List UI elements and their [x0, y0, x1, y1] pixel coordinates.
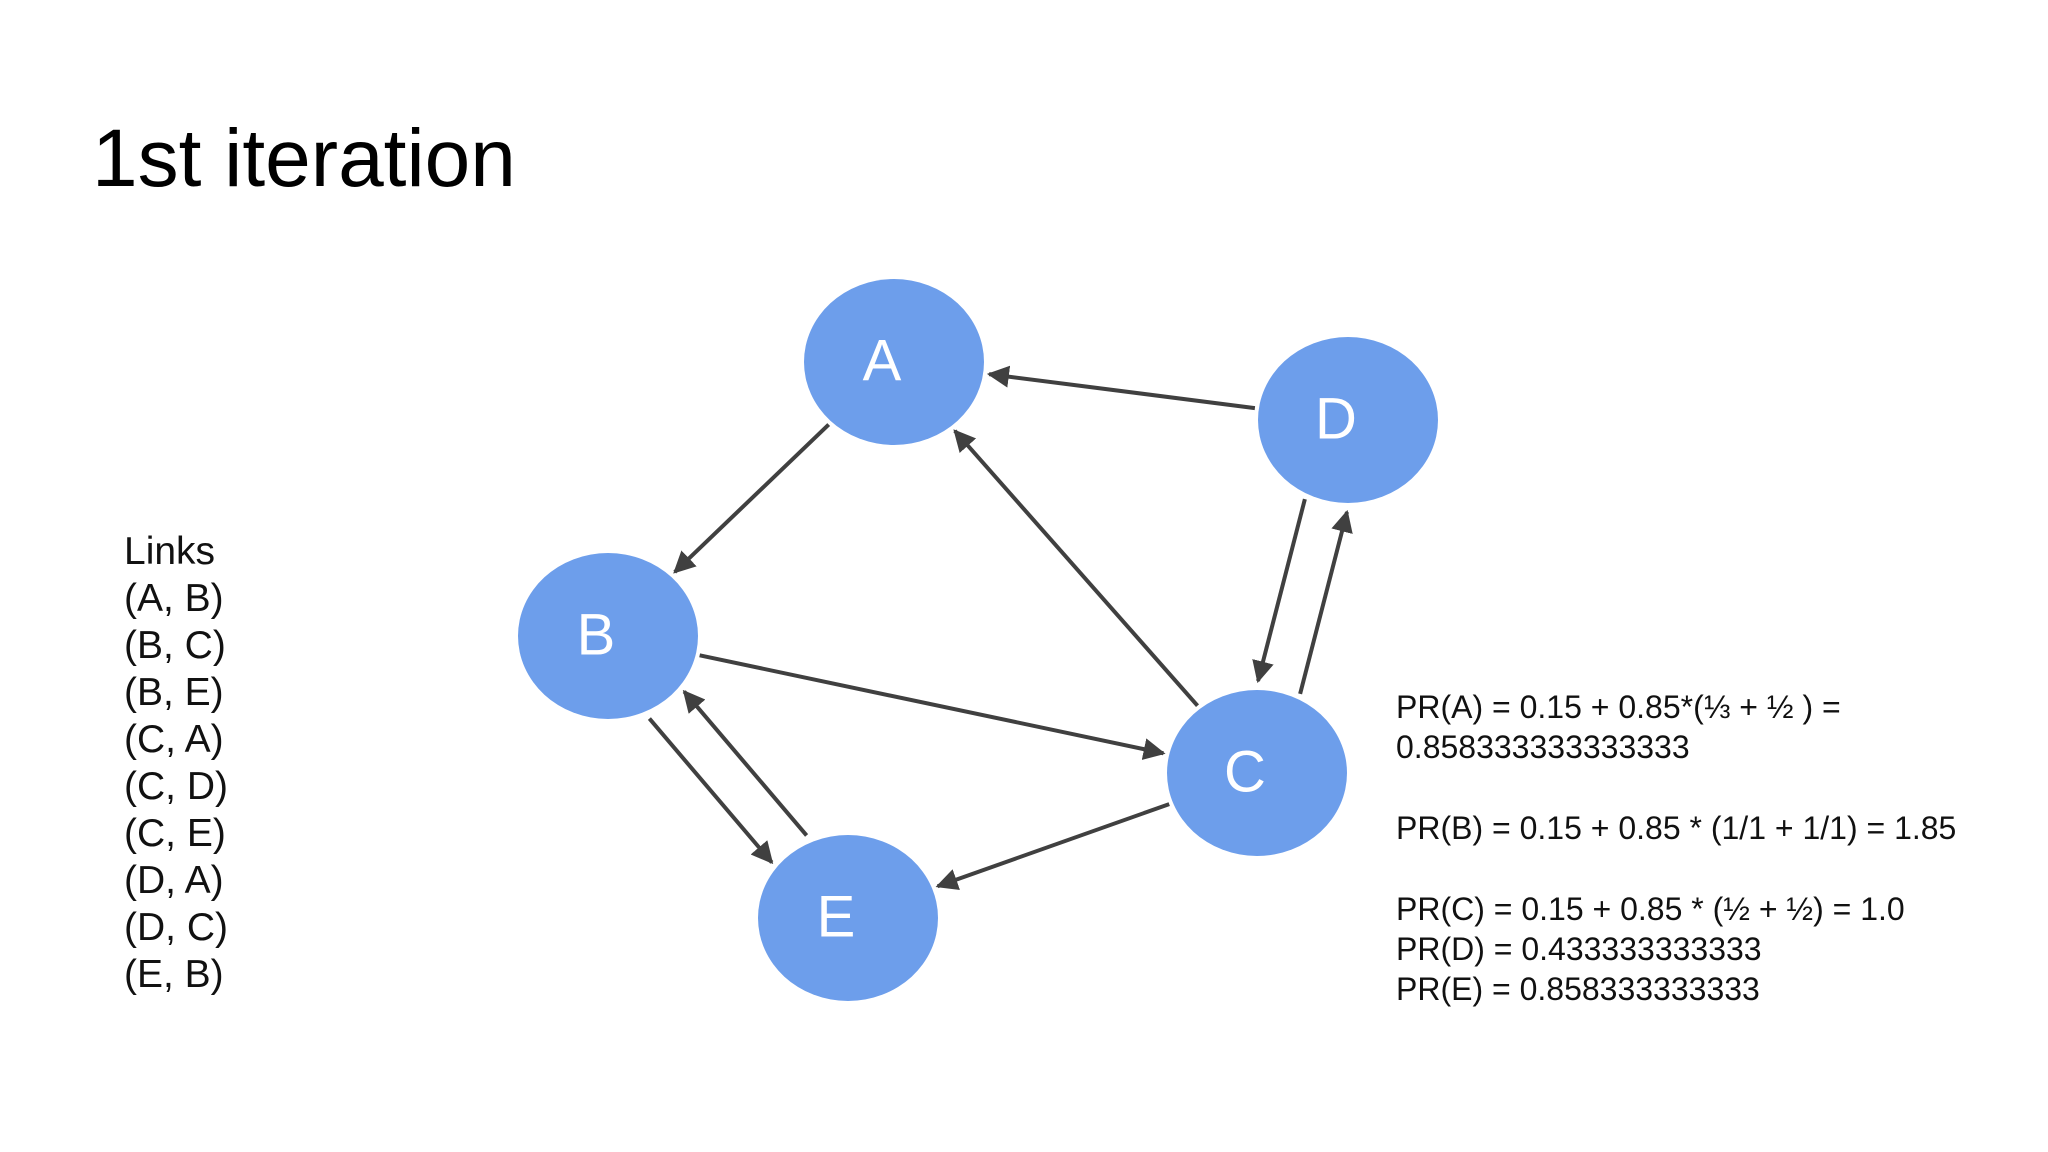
pr-e-formula: PR(E) = 0.858333333333	[1396, 971, 1760, 1007]
edge-c-to-a	[953, 429, 1200, 707]
edge-c-to-e	[935, 802, 1170, 890]
pagerank-formulas: PR(A) = 0.15 + 0.85*(⅓ + ½ ) = 0.8583333…	[1396, 687, 1956, 1009]
node-circle	[1258, 337, 1438, 503]
edge-d-to-a	[986, 365, 1256, 411]
link-item: (A, B)	[124, 577, 224, 620]
link-item: (E, B)	[124, 953, 224, 996]
edge-b-to-e	[647, 717, 774, 865]
node-circle	[804, 279, 984, 445]
link-item: (C, E)	[124, 812, 226, 855]
node-circle	[758, 835, 938, 1001]
pr-a-result: 0.858333333333333	[1396, 729, 1690, 765]
link-item: (D, C)	[124, 906, 228, 949]
link-item: (B, C)	[124, 624, 226, 667]
graph-nodes: A B C D E	[518, 279, 1438, 1001]
node-e: E	[758, 835, 938, 1001]
node-label: D	[1315, 386, 1357, 451]
node-c: C	[1167, 690, 1347, 856]
pr-b-formula: PR(B) = 0.15 + 0.85 * (1/1 + 1/1) = 1.85	[1396, 810, 1957, 846]
pr-c-formula: PR(C) = 0.15 + 0.85 * (½ + ½) = 1.0	[1396, 891, 1905, 927]
node-label: C	[1224, 739, 1266, 804]
edge-a-to-b	[673, 423, 831, 574]
node-a: A	[804, 279, 984, 445]
graph-edges	[647, 365, 1353, 890]
link-item: (C, D)	[124, 765, 228, 808]
node-circle	[518, 553, 698, 719]
node-label: E	[817, 884, 856, 949]
node-d: D	[1258, 337, 1438, 503]
node-label: A	[863, 328, 902, 393]
links-list: Links (A, B) (B, C) (B, E) (C, A) (C, D)…	[124, 528, 228, 998]
node-label: B	[577, 602, 616, 667]
pr-d-formula: PR(D) = 0.433333333333	[1396, 931, 1762, 967]
link-item: (C, A)	[124, 718, 224, 761]
node-circle	[1167, 690, 1347, 856]
edge-d-to-c	[1252, 498, 1307, 684]
links-heading: Links	[124, 530, 216, 573]
edge-e-to-b	[682, 689, 809, 837]
node-b: B	[518, 553, 698, 719]
edge-c-to-d	[1298, 509, 1353, 695]
link-item: (D, A)	[124, 859, 224, 902]
edge-b-to-c	[699, 653, 1166, 760]
pr-a-formula: PR(A) = 0.15 + 0.85*(⅓ + ½ ) =	[1396, 689, 1841, 725]
link-item: (B, E)	[124, 671, 224, 714]
page-title: 1st iteration	[92, 113, 516, 204]
